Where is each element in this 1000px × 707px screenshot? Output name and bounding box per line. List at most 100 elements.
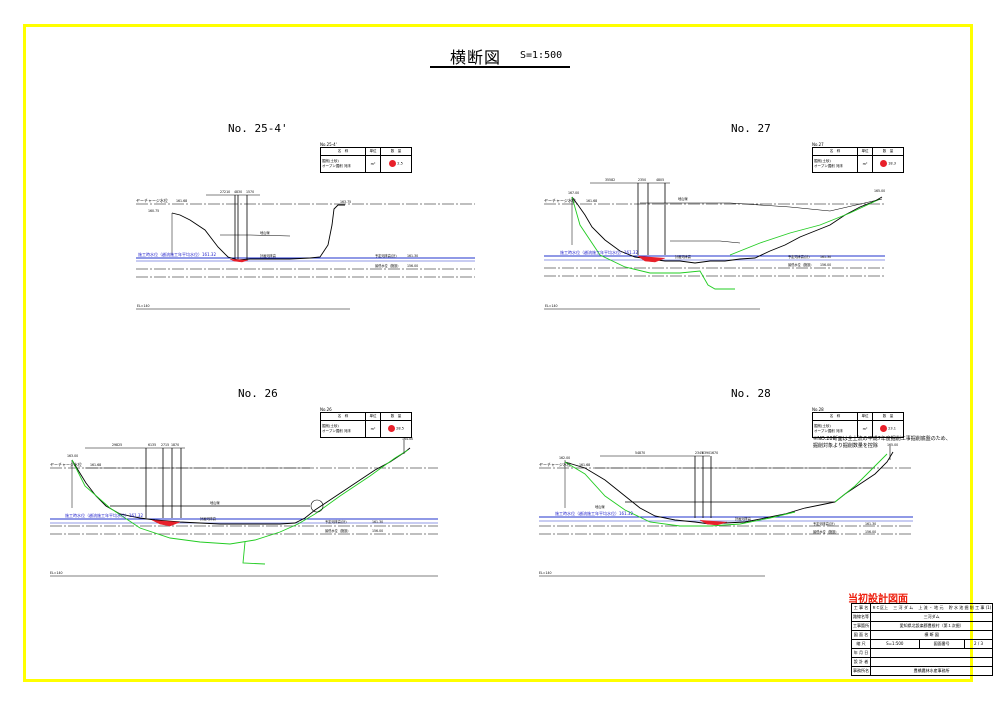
svg-text:予定河床高(計): 予定河床高(計) (325, 519, 347, 524)
ground-profile (564, 451, 894, 525)
bed-line (640, 198, 883, 212)
svg-text:施工時水位（越流施工年平均水位）161.32: 施工時水位（越流施工年平均水位）161.32 (555, 510, 633, 516)
cross-section-27: 35582 2350 4805 ヤーチャージ水位 161.68 167.00 1… (544, 178, 885, 310)
svg-text:ヤーチャージ水位: ヤーチャージ水位 (50, 461, 82, 467)
original-ground-profile (71, 459, 316, 545)
legend-no-25-4: No.25-4' (320, 142, 337, 147)
svg-text:EL=140: EL=140 (50, 571, 63, 575)
cross-section-25-4: 27210 4830 1570 ヤーチャージ水位 161.68 160.75 1… (136, 190, 475, 310)
svg-text:施工時水位（越流施工年平均水位）161.32: 施工時水位（越流施工年平均水位）161.32 (560, 249, 638, 255)
ground-profile (571, 196, 883, 264)
svg-text:地山線: 地山線 (260, 230, 270, 235)
svg-text:EL=140: EL=140 (539, 571, 552, 575)
legend-no-27: No.27 (812, 142, 824, 147)
sheet-frame (23, 24, 973, 682)
svg-text:最低水位（施設）: 最低水位（施設） (813, 529, 839, 534)
svg-text:165.00: 165.00 (874, 189, 885, 193)
svg-text:予定河床高(計): 予定河床高(計) (375, 253, 397, 258)
cross-section-28: 54870 2345 6390 1670 ヤーチャージ水位 161.68 162… (539, 443, 913, 577)
sheet-scale: S=1:500 (520, 50, 563, 61)
ground-profile (171, 204, 345, 261)
svg-text:1870: 1870 (171, 443, 179, 447)
svg-text:4805: 4805 (656, 178, 664, 182)
svg-text:156.00: 156.00 (820, 263, 831, 267)
svg-text:施工時水位（越流施工年平均水位）161.32: 施工時水位（越流施工年平均水位）161.32 (65, 512, 143, 518)
title-underline (430, 66, 570, 68)
section-label-25-4: No. 25-4' (228, 122, 288, 135)
title-block-row: 工事箇所愛知県北設楽郡豊根村（第１次掘） (851, 621, 994, 631)
excavation-swatch-icon (389, 160, 397, 168)
svg-text:EL=140: EL=140 (545, 304, 558, 308)
svg-text:167.00: 167.00 (568, 191, 579, 195)
excavation-area (151, 519, 181, 527)
excavation-area (699, 519, 728, 526)
svg-text:163.00: 163.00 (67, 454, 78, 458)
svg-text:2350: 2350 (638, 178, 646, 182)
svg-text:4830: 4830 (234, 190, 242, 194)
title-block-row: 路線名等三河ダム (851, 612, 994, 622)
excavation-swatch-icon (388, 425, 396, 433)
svg-text:161.68: 161.68 (586, 199, 597, 203)
original-ground-profile-right (729, 198, 881, 256)
svg-text:161.30: 161.30 (820, 255, 831, 259)
svg-text:161.68: 161.68 (579, 463, 590, 467)
original-ground-profile-right (834, 453, 888, 503)
svg-text:2715: 2715 (161, 443, 169, 447)
cross-section-26: 29825 6135 2715 1870 ヤーチャージ水位 161.68 163… (50, 437, 438, 577)
excavation-area (637, 255, 666, 263)
svg-text:156.00: 156.00 (865, 530, 876, 534)
detail-mark-icon (310, 499, 324, 513)
ground-profile (71, 447, 411, 525)
excavation-area (229, 258, 249, 263)
svg-text:165.00: 165.00 (887, 443, 898, 447)
svg-text:最低水位（施設）: 最低水位（施設） (375, 263, 401, 268)
svg-text:27210: 27210 (220, 190, 230, 194)
title-block-row: 事務所名豊橋農林水産事務所 (851, 666, 994, 676)
svg-text:6135: 6135 (148, 443, 156, 447)
svg-text:EL=140: EL=140 (137, 304, 150, 308)
original-ground-profile (571, 196, 735, 290)
svg-text:54870: 54870 (635, 451, 645, 455)
svg-text:計画河床高: 計画河床高 (260, 253, 276, 258)
svg-text:施工時水位（越流施工年平均水位）161.32: 施工時水位（越流施工年平均水位）161.32 (138, 251, 216, 257)
svg-text:地山線: 地山線 (678, 196, 688, 201)
svg-text:計画河床高: 計画河床高 (675, 254, 691, 259)
svg-text:最低水位（施設）: 最低水位（施設） (788, 262, 814, 267)
svg-text:計画河床高: 計画河床高 (735, 516, 751, 521)
section-28-note: ※NO.28断面は全上流の平成7年度掘削工事掘削底盤のため、 掘削対象より掘削数… (813, 436, 951, 449)
svg-text:2345: 2345 (695, 451, 703, 455)
sheet-title: 横断図 (450, 48, 502, 67)
svg-text:ヤーチャージ水位: ヤーチャージ水位 (544, 197, 576, 203)
svg-text:6390: 6390 (702, 451, 710, 455)
section-label-28: No. 28 (731, 387, 771, 400)
svg-text:156.00: 156.00 (407, 264, 418, 268)
svg-text:地山線: 地山線 (210, 500, 220, 505)
svg-text:35582: 35582 (605, 178, 615, 182)
bed-line-inner (670, 240, 741, 244)
section-label-27: No. 27 (731, 122, 771, 135)
original-ground-profile-right (314, 449, 409, 515)
svg-text:29825: 29825 (112, 443, 122, 447)
title-block-header: 当初設計図面 (848, 594, 908, 605)
svg-text:1670: 1670 (710, 451, 718, 455)
legend-no-28: No.28 (812, 407, 824, 412)
excavation-swatch-icon (880, 425, 888, 433)
original-ground-tail (242, 541, 266, 565)
svg-text:161.30: 161.30 (372, 520, 383, 524)
title-block-row: 設 計 者 (851, 657, 994, 667)
svg-text:最低水位（施設）: 最低水位（施設） (325, 528, 351, 533)
svg-text:161.30: 161.30 (865, 522, 876, 526)
svg-text:163.75: 163.75 (340, 200, 351, 204)
svg-text:ヤーチャージ水位: ヤーチャージ水位 (539, 461, 571, 467)
title-block-row: 年 月 日 (851, 648, 994, 658)
svg-text:164.00: 164.00 (402, 437, 413, 441)
svg-text:予定河床高(計): 予定河床高(計) (788, 254, 810, 259)
section-label-26: No. 26 (238, 387, 278, 400)
svg-text:162.00: 162.00 (559, 456, 570, 460)
svg-text:161.68: 161.68 (176, 199, 187, 203)
